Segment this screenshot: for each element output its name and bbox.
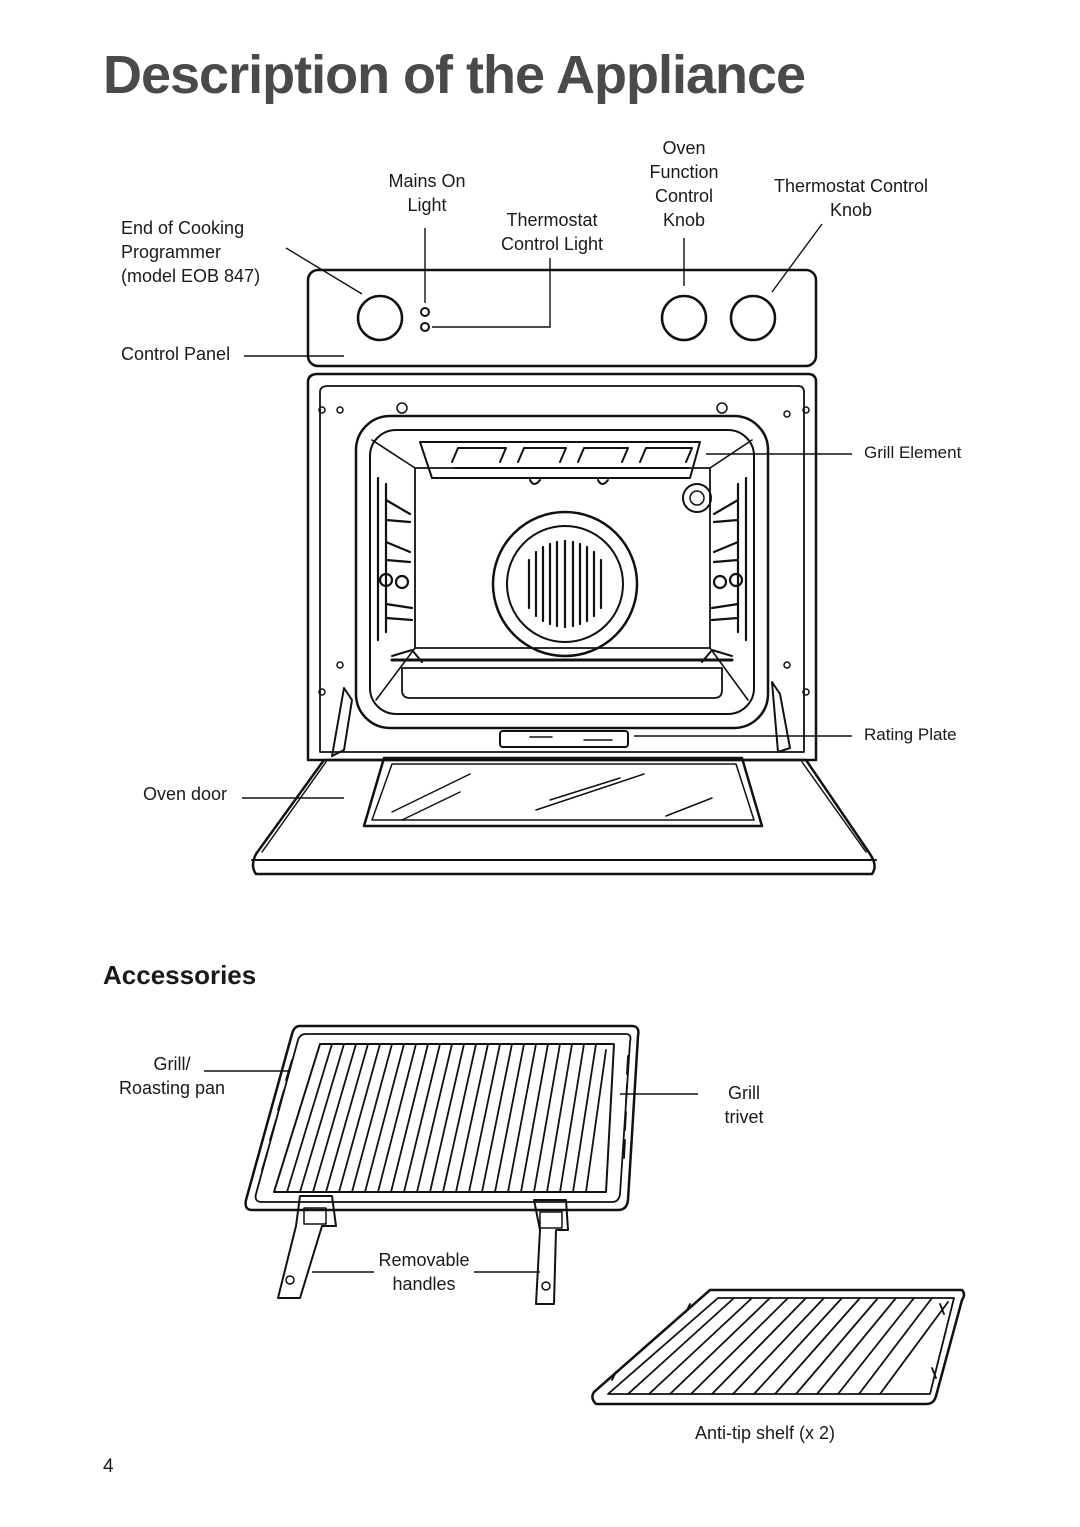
grill-element-shape	[419, 441, 701, 479]
thermostat-control-light-label: Thermostat Control Light	[500, 210, 604, 254]
anti-tip-shelf	[591, 1288, 966, 1406]
oven-frame	[306, 372, 818, 762]
removable-handles-label: Removable handles	[378, 1250, 470, 1294]
grill-roasting-pan-label: Grill/ Roasting pan	[118, 1054, 226, 1098]
mains-on-light	[420, 307, 430, 317]
grill-trivet-label: Grill trivet	[724, 1083, 764, 1127]
thermostat-knob	[729, 294, 777, 342]
control-panel-shape	[306, 268, 818, 368]
door-window	[362, 756, 764, 828]
roasting-pan	[244, 1024, 640, 1212]
oven-function-knob-label: Oven Function Control Knob	[649, 138, 719, 230]
rating-plate-shape	[499, 730, 629, 748]
oven-door-label: Oven door	[143, 784, 228, 804]
grill-element-label: Grill Element	[864, 443, 962, 462]
handle-left	[277, 1195, 337, 1299]
grill-trivet	[273, 1043, 615, 1193]
page-number: 4	[103, 1456, 114, 1477]
mains-on-light-label: Mains On Light	[388, 171, 466, 215]
fan-cover	[491, 510, 639, 658]
page-title: Description of the Appliance	[103, 45, 806, 105]
oven-cavity	[354, 414, 770, 730]
thermostat-control-knob-label: Thermostat Control Knob	[773, 176, 929, 220]
rating-plate-label: Rating Plate	[864, 725, 957, 744]
anti-tip-shelf-label: Anti-tip shelf (x 2)	[695, 1423, 836, 1443]
thermostat-light	[420, 322, 430, 332]
control-panel-label: Control Panel	[121, 344, 231, 364]
programmer-knob	[356, 294, 404, 342]
oven-function-knob	[660, 294, 708, 342]
end-of-cooking-label: End of Cooking Programmer (model EOB 847…	[121, 218, 261, 286]
oven-diagram	[242, 223, 877, 876]
accessories-heading: Accessories	[103, 960, 257, 990]
handle-right	[533, 1199, 569, 1305]
